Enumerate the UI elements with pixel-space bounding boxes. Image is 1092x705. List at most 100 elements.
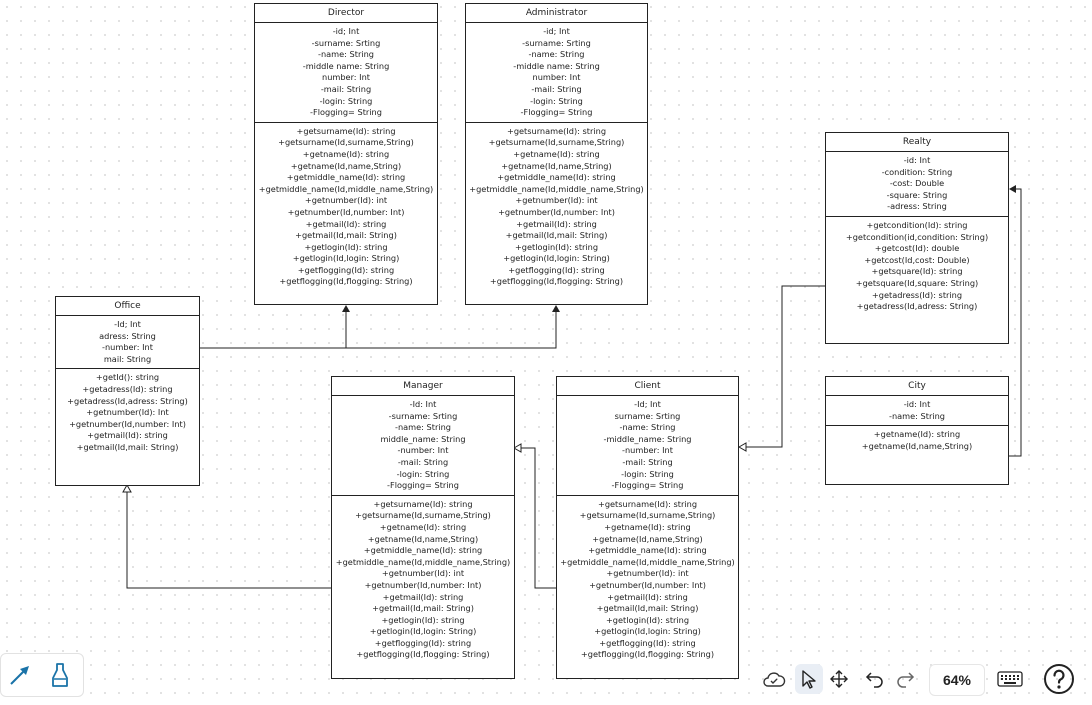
arrow-tool-icon[interactable] xyxy=(5,660,35,690)
method-line: +getsurname(Id,surname,String) xyxy=(278,137,414,148)
class-manager[interactable]: Manager -Id: Int-surname: Srting-name: S… xyxy=(331,376,515,679)
method-line: +getflogging(Id,flogging: String) xyxy=(489,276,624,287)
class-realty[interactable]: Realty -id: Int-condition: String-cost: … xyxy=(825,132,1009,344)
method-line: +getcost(Id): double xyxy=(874,243,960,254)
keyboard-icon[interactable] xyxy=(994,664,1026,694)
attribute-line: -login: String xyxy=(621,468,674,479)
attribute-line: -square: String xyxy=(886,189,948,200)
method-line: +getflogging(Id,flogging: String) xyxy=(356,649,490,660)
methods-section: +getsurname(Id): string+getsurname(Id,su… xyxy=(332,496,514,664)
select-pointer-icon[interactable] xyxy=(795,664,823,694)
method-line: +getmail(Id,mail: String) xyxy=(295,230,397,241)
class-administrator[interactable]: Administrator -id; Int-surname: Srting-n… xyxy=(465,3,648,305)
method-line: +getadress(Id,adress: String) xyxy=(67,395,188,406)
attribute-line: -mail: String xyxy=(320,83,372,94)
attribute-line: -login: String xyxy=(530,95,583,106)
connector-client-manager xyxy=(520,447,556,589)
attribute-line: surname: Srting xyxy=(614,410,681,421)
methods-section: +getsurname(Id): string+getsurname(Id,su… xyxy=(255,123,437,291)
methods-section: +getId(): string+getadress(Id): string+g… xyxy=(56,369,199,456)
method-line: +getmiddle_name(Id): string xyxy=(497,172,616,183)
method-line: +getmiddle_name(Id): string xyxy=(588,545,707,556)
attribute-line: number: Int xyxy=(532,72,581,83)
attribute-line: -login: String xyxy=(319,95,373,106)
arrowhead-client xyxy=(737,442,747,452)
attribute-line: -Id; Int xyxy=(634,399,661,409)
method-line: +getlogin(Id,login: String) xyxy=(292,253,400,264)
class-name: Realty xyxy=(826,133,1008,152)
methods-section: +getcondition(Id): string+getcondition(i… xyxy=(826,217,1008,316)
redo-icon[interactable] xyxy=(892,664,918,694)
attribute-line: adress: String xyxy=(99,330,156,341)
attribute-line: -middle_name: String xyxy=(603,433,692,444)
connector-manager-office xyxy=(126,491,331,589)
undo-icon[interactable] xyxy=(862,664,888,694)
class-director[interactable]: Director -id; Int-surname: Srting-name: … xyxy=(254,3,438,305)
connector-office-administrator xyxy=(346,311,557,349)
class-city[interactable]: City -id: Int-name: String +getname(Id):… xyxy=(825,376,1009,485)
method-line: +getsurname(Id): string xyxy=(296,125,396,136)
cloud-sync-icon[interactable] xyxy=(760,665,788,695)
method-line: +getflogging(Id): string xyxy=(297,264,395,275)
method-line: +getflogging(Id): string xyxy=(374,637,472,648)
method-line: +getlogin(Id): string xyxy=(514,241,599,252)
drawing-tools-panel xyxy=(0,653,84,697)
attribute-line: -Id; Int xyxy=(114,319,141,329)
arrowhead-director xyxy=(342,305,350,312)
methods-section: +getname(Id): string+getname(Id,name,Str… xyxy=(826,426,1008,455)
zoom-level-button[interactable]: 64% xyxy=(929,664,985,696)
method-line: +getlogin(Id,login: String) xyxy=(369,626,477,637)
method-line: +getnumber(Id): Int xyxy=(86,407,169,418)
methods-section: +getsurname(Id): string+getsurname(Id,su… xyxy=(557,496,738,664)
method-line: +getmiddle_name(Id,middle_name,String) xyxy=(258,183,434,194)
class-name: Client xyxy=(557,377,738,396)
method-line: +getcondition(id,condition: String) xyxy=(845,231,989,242)
method-line: +getmail(Id): string xyxy=(516,218,597,229)
method-line: +getlogin(Id): string xyxy=(605,614,690,625)
method-line: +getsurname(Id): string xyxy=(506,125,607,136)
attribute-line: -name: String xyxy=(395,422,451,433)
method-line: +getnumber(Id): int xyxy=(381,568,465,579)
method-line: +getsquare(Id): string xyxy=(871,266,963,277)
method-line: +getnumber(Id,number: Int) xyxy=(287,206,405,217)
method-line: +getadress(Id,adress: String) xyxy=(856,301,978,312)
method-line: +getnumber(Id): int xyxy=(515,195,598,206)
method-line: +getname(Id): string xyxy=(302,148,390,159)
arrowhead-manager xyxy=(512,443,522,453)
marker-tool-icon[interactable] xyxy=(45,660,75,690)
method-line: +getlogin(Id): string xyxy=(381,614,465,625)
method-line: +getmail(Id): string xyxy=(305,218,387,229)
attribute-line: -surname: Srting xyxy=(522,37,591,48)
pan-move-icon[interactable] xyxy=(826,664,852,694)
method-line: +getname(Id,name,String) xyxy=(592,533,703,544)
method-line: +getsurname(Id,surname,String) xyxy=(579,510,716,521)
method-line: +getname(Id,name,String) xyxy=(501,160,612,171)
method-line: +getmiddle_name(Id,middle_name,String) xyxy=(560,556,735,567)
method-line: +getmiddle_name(Id): string xyxy=(286,172,406,183)
method-line: +getnumber(Id,number: Int) xyxy=(589,579,706,590)
connector-city-realty xyxy=(1009,188,1022,457)
method-line: +getlogin(Id): string xyxy=(304,241,388,252)
method-line: +getmiddle_name(Id,middle_name,String) xyxy=(335,556,511,567)
connector-office-director xyxy=(200,311,347,349)
attribute-line: -condition: String xyxy=(881,166,953,177)
attributes-section: -id: Int-condition: String-cost: Double-… xyxy=(826,152,1008,217)
method-line: +getlogin(Id,login: String) xyxy=(594,626,701,637)
attribute-line: -name: String xyxy=(889,410,945,421)
attributes-section: -id; Int-surname: Srting-name: String-mi… xyxy=(466,23,647,123)
method-line: +getmail(Id,mail: String) xyxy=(505,230,608,241)
method-line: +getname(Id,name,String) xyxy=(367,533,479,544)
attribute-line: middle_name: String xyxy=(380,433,466,444)
attributes-section: -id: Int-name: String xyxy=(826,396,1008,427)
attribute-line: -middle name: String xyxy=(302,60,390,71)
help-icon[interactable] xyxy=(1042,662,1076,696)
attribute-line: -id: Int xyxy=(903,155,931,165)
attribute-line: -mail: String xyxy=(397,456,449,467)
class-name: Director xyxy=(255,4,437,23)
method-line: +getmiddle_name(Id): string xyxy=(363,545,483,556)
